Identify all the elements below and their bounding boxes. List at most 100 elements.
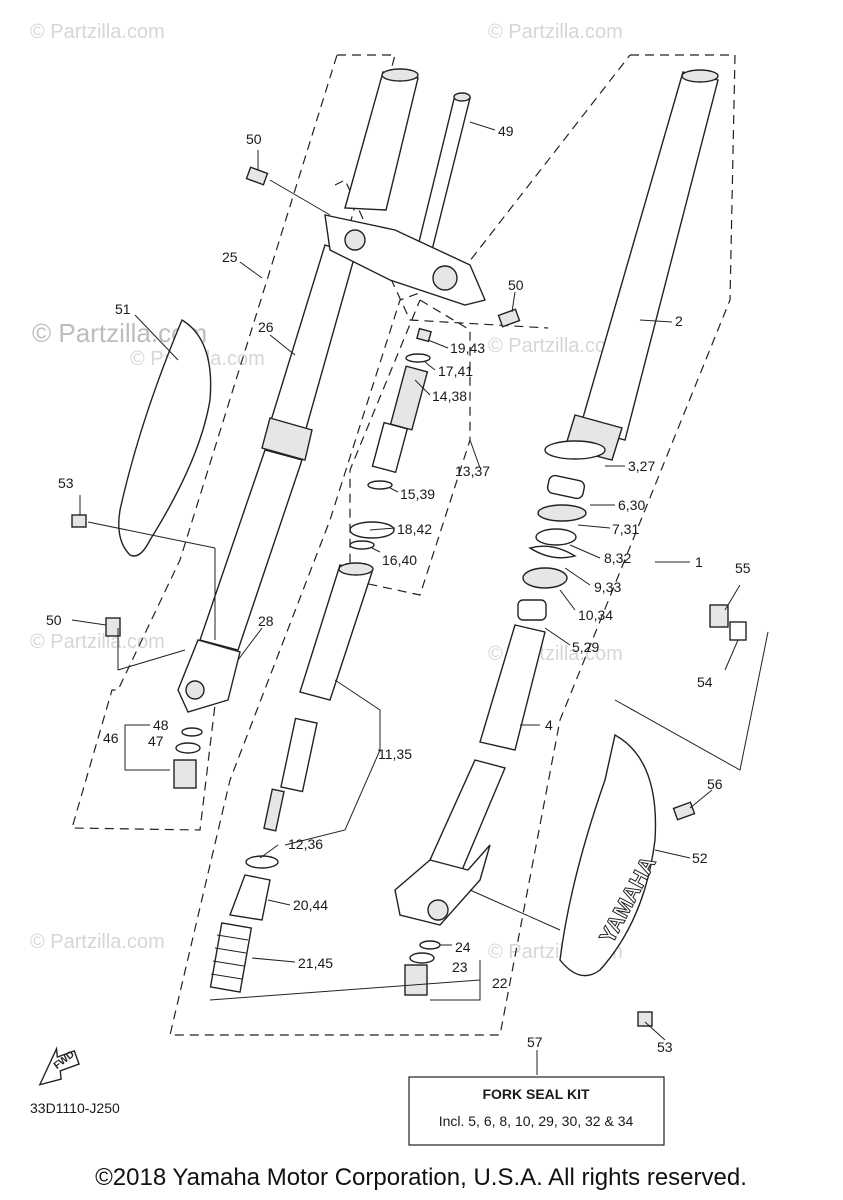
label-20-44: 20,44	[293, 897, 328, 913]
bolt-50-clamp	[497, 308, 521, 328]
right-lower-leg	[429, 759, 506, 871]
label-25: 25	[222, 249, 238, 265]
steering-stem	[417, 94, 471, 251]
right-lower-tube	[479, 624, 546, 751]
copyright-notice: ©2018 Yamaha Motor Corporation, U.S.A. A…	[95, 1164, 747, 1191]
label-7-31: 7,31	[612, 521, 639, 537]
label-17-41: 17,41	[438, 363, 473, 379]
label-50: 50	[246, 131, 262, 147]
label-48: 48	[153, 717, 169, 733]
label-1: 1	[695, 554, 703, 570]
bolt-50-left	[105, 617, 121, 637]
clamp-hole-right	[432, 265, 458, 291]
right-axle-bracket	[394, 844, 491, 926]
cartridge-parts	[209, 327, 432, 993]
bushing	[546, 474, 586, 500]
bolt-53-left	[71, 514, 87, 528]
label-21-45: 21,45	[298, 955, 333, 971]
label-2: 2	[675, 313, 683, 329]
label-55: 55	[735, 560, 751, 576]
ring-16	[349, 540, 375, 550]
label-54: 54	[697, 674, 713, 690]
label-47: 47	[148, 733, 164, 749]
right-inner-tube	[579, 71, 719, 441]
clamp-hole-left	[344, 229, 366, 251]
label-4: 4	[545, 717, 553, 733]
label-50: 50	[46, 612, 62, 628]
left-lower-leg	[199, 449, 303, 651]
hardware	[71, 166, 747, 1027]
left-axle-bracket	[177, 639, 241, 713]
label-52: 52	[692, 850, 708, 866]
slide-metal	[517, 599, 547, 621]
damper-body	[371, 421, 409, 474]
washer-47	[175, 742, 201, 754]
axle-holder-22	[404, 964, 428, 996]
washer-24	[419, 940, 441, 950]
right-fork	[394, 69, 719, 926]
left-fork	[177, 68, 486, 713]
watermark: © Partzilla.com	[30, 631, 165, 653]
washer-23	[409, 952, 435, 964]
cartridge-top	[338, 562, 374, 576]
kit-note: Incl. 5, 6, 8, 10, 29, 30, 32 & 34	[439, 1113, 634, 1129]
label-23: 23	[452, 959, 468, 975]
watermark: © Partzilla.com	[30, 21, 165, 43]
fork-spring-21	[209, 922, 253, 993]
rod-end	[263, 788, 285, 832]
cartridge-tube	[299, 564, 373, 701]
label-9-33: 9,33	[594, 579, 621, 595]
axle-holder-46	[173, 759, 197, 789]
left-tube-top	[381, 68, 419, 82]
o-ring	[405, 353, 431, 363]
part-labels: 49 50 25 26 50 2 51 19,43 17,41 14,38 13…	[46, 123, 751, 1055]
label-51: 51	[115, 301, 131, 317]
oil-seal	[535, 528, 577, 546]
bolt-53-right	[637, 1011, 653, 1027]
lower-triple-clamp	[324, 214, 486, 306]
watermark: © Partzilla.com	[488, 335, 623, 357]
leader-lines	[71, 121, 769, 1075]
left-outer-tube	[264, 244, 356, 451]
label-11-35: 11,35	[378, 746, 412, 762]
left-fork-assembly-outline	[71, 54, 396, 831]
bolt-56	[672, 801, 696, 821]
left-fork-guard	[118, 318, 212, 557]
label-24: 24	[455, 939, 471, 955]
spring-seat-20	[229, 874, 271, 921]
watermark: © Partzilla.com	[488, 21, 623, 43]
seal-stack	[517, 440, 606, 621]
label-22: 22	[492, 975, 508, 991]
label-5-29: 5,29	[572, 639, 599, 655]
washer-48	[181, 727, 203, 737]
label-46: 46	[103, 730, 119, 746]
kit-box-border	[408, 1076, 665, 1146]
spring-guide	[389, 365, 429, 431]
o-ring-12	[245, 855, 279, 869]
label-53: 53	[58, 475, 74, 491]
label-10-34: 10,34	[578, 607, 613, 623]
bolt-50-top	[245, 166, 269, 186]
clip	[528, 545, 577, 559]
watermark-layer: © Partzilla.com © Partzilla.com © Partzi…	[30, 21, 623, 963]
kit-title: FORK SEAL KIT	[482, 1086, 590, 1102]
bracket-54	[729, 621, 747, 641]
label-12-36: 12,36	[288, 836, 323, 852]
washer	[537, 504, 587, 522]
label-3-27: 3,27	[628, 458, 655, 474]
label-18-42: 18,42	[397, 521, 432, 537]
diagram-code: 33D1110-J250	[30, 1100, 120, 1116]
watermark: © Partzilla.com	[30, 931, 165, 953]
right-axle-hole	[427, 899, 449, 921]
left-inner-tube	[344, 71, 419, 211]
label-19-43: 19,43	[450, 340, 485, 356]
oil-seal-ring	[544, 440, 606, 460]
label-56: 56	[707, 776, 723, 792]
ring-15	[367, 480, 393, 490]
label-50: 50	[508, 277, 524, 293]
dust-seal	[522, 567, 568, 589]
label-15-39: 15,39	[400, 486, 435, 502]
label-8-32: 8,32	[604, 550, 631, 566]
fork-seal-kit-box: FORK SEAL KIT Incl. 5, 6, 8, 10, 29, 30,…	[408, 1076, 665, 1146]
